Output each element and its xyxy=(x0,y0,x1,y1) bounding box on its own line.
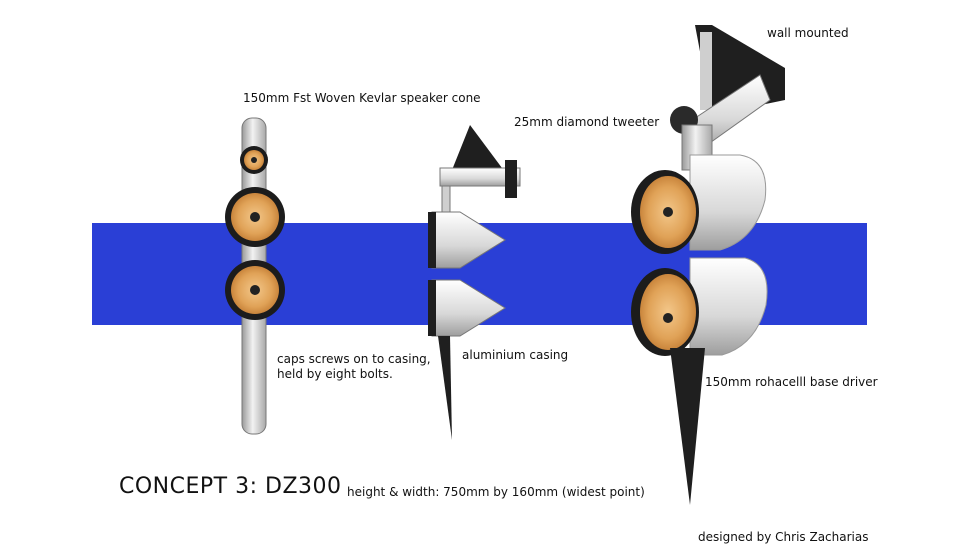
side-arm xyxy=(439,167,521,187)
perspective-view-speaker xyxy=(631,25,785,505)
tweeter-label: 25mm diamond tweeter xyxy=(514,115,660,129)
designer-credit: designed by Chris Zacharias xyxy=(698,530,869,544)
wall-mounted-label: wall mounted xyxy=(767,26,849,40)
caps-label-line1: caps screws on to casing, xyxy=(277,352,431,366)
side-view-speaker xyxy=(428,125,521,440)
side-tweeter-horn xyxy=(452,125,502,170)
casing-label: aluminium casing xyxy=(462,348,569,362)
concept-title: CONCEPT 3: DZ300 xyxy=(119,474,342,499)
perspective-driver-bottom xyxy=(640,274,696,350)
front-driver-top xyxy=(225,187,285,247)
front-driver-bottom xyxy=(225,260,285,320)
front-view-speaker xyxy=(225,117,285,435)
perspective-casing-bottom xyxy=(689,257,768,356)
side-wall-plate xyxy=(505,160,517,198)
cone-label: 150mm Fst Woven Kevlar speaker cone xyxy=(243,91,481,105)
driver-label: 150mm rohacelll base driver xyxy=(705,375,878,389)
side-casing-bottom xyxy=(431,279,506,337)
dimensions-text: height & width: 750mm by 160mm (widest p… xyxy=(347,485,645,499)
perspective-spike xyxy=(670,348,705,505)
side-spike xyxy=(438,336,452,440)
caps-label-line2: held by eight bolts. xyxy=(277,367,393,381)
front-tweeter xyxy=(240,146,268,174)
perspective-casing-top xyxy=(689,154,767,251)
side-casing-top xyxy=(431,211,506,269)
